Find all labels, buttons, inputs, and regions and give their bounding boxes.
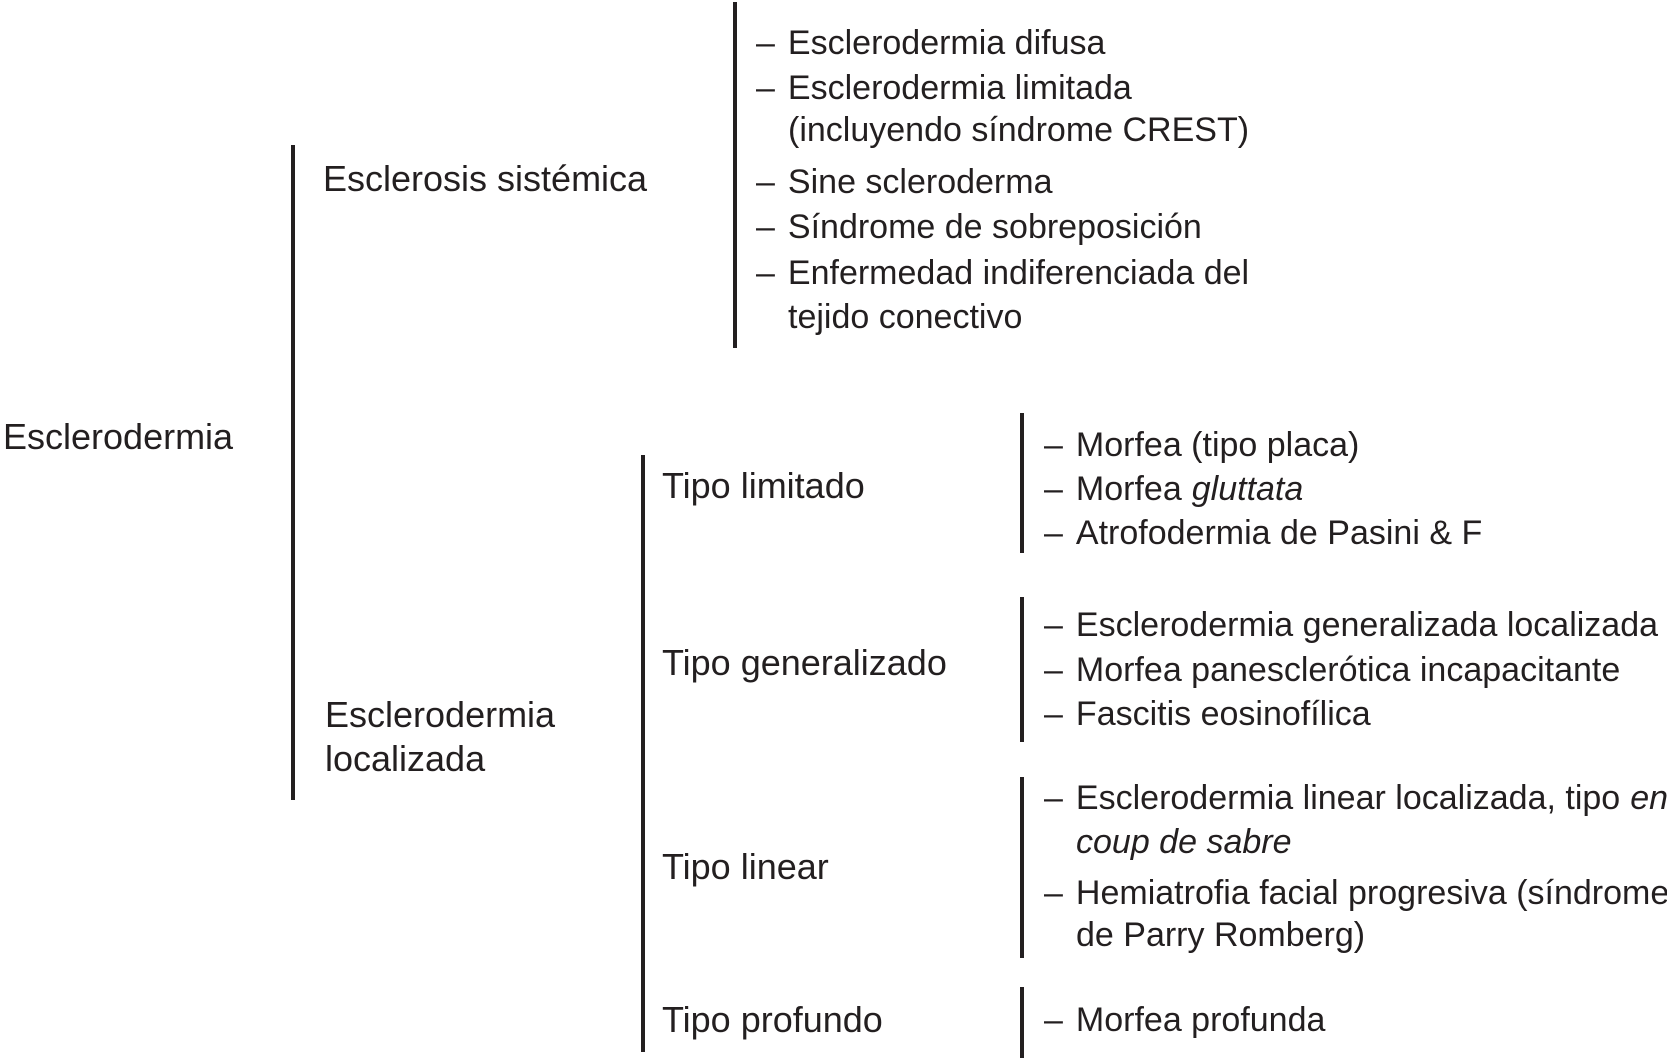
leaf-item-sobreposicion: –Síndrome de sobreposición: [756, 205, 1202, 249]
leaf-item-text: Esclerodermia generalizada localizada: [1075, 606, 1659, 644]
leaf-item-text: Morfea: [1075, 470, 1182, 508]
leaf-item-limitada-wrap: (incluyendo síndrome CREST): [788, 111, 1250, 149]
dash-marker: –: [1044, 651, 1063, 689]
dash-marker: –: [1044, 695, 1063, 733]
node-tipo-limitado-label: Tipo limitado: [662, 465, 865, 506]
leaf-item-hemiatrofia: –Hemiatrofia facial progresiva (síndrome: [1044, 871, 1667, 915]
dash-marker: –: [756, 254, 775, 292]
leaf-item-text: Morfea panesclerótica incapacitante: [1075, 651, 1621, 689]
node-localizada-label-line1: Esclerodermia: [325, 694, 556, 735]
leaf-item-text: Morfea (tipo placa): [1075, 426, 1360, 464]
leaf-item-morfea-profunda: –Morfea profunda: [1044, 998, 1325, 1042]
leaf-item-generalizada: –Esclerodermia generalizada localizada: [1044, 603, 1658, 647]
dash-marker: –: [1044, 874, 1063, 912]
branch-line-tipo-linear: [1020, 777, 1024, 958]
node-localizada-label: Esclerodermia localizada: [325, 693, 555, 781]
leaf-item-difusa: –Esclerodermia difusa: [756, 21, 1105, 65]
node-root-label: Esclerodermia: [3, 416, 234, 457]
leaf-item-text-italic: en: [1630, 779, 1667, 817]
leaf-item-text: Morfea profunda: [1075, 1001, 1326, 1039]
leaf-item-indiferenciada: –Enfermedad indiferenciada del: [756, 251, 1249, 295]
leaf-item-linear-localizada-wrap: coup de sabre: [1076, 823, 1292, 861]
dash-marker: –: [756, 208, 775, 246]
dash-marker: –: [756, 24, 775, 62]
leaf-item-atrofodermia: –Atrofodermia de Pasini & F: [1044, 511, 1482, 555]
branch-line-tipo-profundo: [1020, 987, 1024, 1058]
leaf-item-text: Esclerodermia difusa: [787, 24, 1106, 62]
dash-marker: –: [1044, 426, 1063, 464]
leaf-item-text: Enfermedad indiferenciada del: [787, 254, 1250, 292]
leaf-item-text: Hemiatrofia facial progresiva (síndrome: [1075, 874, 1667, 912]
leaf-item-sine: –Sine scleroderma: [756, 160, 1052, 204]
node-localizada-label-line2: localizada: [325, 738, 486, 779]
leaf-item-panesclerotica: –Morfea panesclerótica incapacitante: [1044, 648, 1620, 692]
branch-line-tipo-generalizado: [1020, 597, 1024, 742]
leaf-item-text: Esclerodermia limitada: [787, 69, 1132, 107]
leaf-item-limitada: –Esclerodermia limitada: [756, 66, 1132, 110]
leaf-item-text: Fascitis eosinofílica: [1075, 695, 1371, 733]
branch-line-tipo-limitado: [1020, 413, 1024, 553]
leaf-item-fascitis: –Fascitis eosinofílica: [1044, 692, 1371, 736]
leaf-item-text: Atrofodermia de Pasini & F: [1075, 514, 1483, 552]
branch-line-root: [291, 145, 295, 800]
leaf-item-text: Esclerodermia linear localizada, tipo: [1075, 779, 1621, 817]
leaf-item-morfea-placa: –Morfea (tipo placa): [1044, 423, 1359, 467]
node-systemic-label: Esclerosis sistémica: [323, 158, 648, 199]
leaf-item-indiferenciada-wrap: tejido conectivo: [788, 298, 1023, 336]
leaf-item-text-italic: gluttata: [1191, 470, 1304, 508]
node-tipo-profundo-label: Tipo profundo: [662, 999, 883, 1040]
dash-marker: –: [1044, 779, 1063, 817]
dash-marker: –: [1044, 606, 1063, 644]
leaf-item-text: Síndrome de sobreposición: [787, 208, 1202, 246]
node-tipo-linear-label: Tipo linear: [662, 846, 829, 887]
dash-marker: –: [756, 163, 775, 201]
leaf-item-text: Sine scleroderma: [787, 163, 1053, 201]
branch-line-localizada: [641, 455, 645, 1052]
branch-line-systemic: [733, 2, 737, 348]
node-tipo-generalizado-label: Tipo generalizado: [662, 642, 947, 683]
dash-marker: –: [756, 69, 775, 107]
leaf-item-hemiatrofia-wrap: de Parry Romberg): [1076, 916, 1366, 954]
dash-marker: –: [1044, 470, 1063, 508]
dash-marker: –: [1044, 514, 1063, 552]
dash-marker: –: [1044, 1001, 1063, 1039]
